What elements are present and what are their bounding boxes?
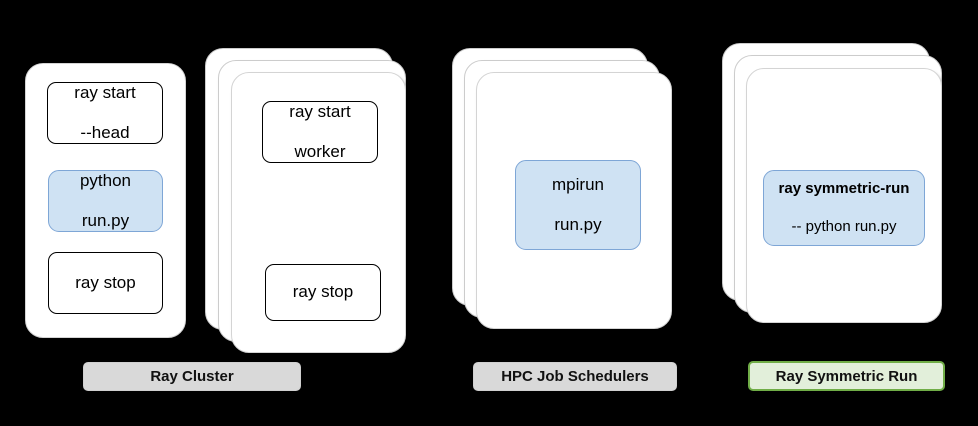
command-box-ray-start-head: ray start --head: [47, 82, 163, 144]
command-line-2: worker: [294, 142, 346, 162]
command-box-ray-stop-worker: ray stop: [265, 264, 381, 321]
group-label-ray-cluster: Ray Cluster: [83, 362, 301, 391]
command-line-1: ray start: [74, 82, 136, 102]
command-box-ray-start-worker: ray start worker: [262, 101, 378, 163]
command-line-2: --head: [80, 123, 130, 143]
command-box-python-run-py: python run.py: [48, 170, 163, 232]
command-box-mpirun-run-py: mpirun run.py: [515, 160, 641, 250]
command-line-2: run.py: [81, 211, 130, 231]
command-box-ray-symmetric-run: ray symmetric-run -- python run.py: [763, 170, 925, 246]
command-line-1: ray stop: [292, 282, 354, 302]
command-line-2: run.py: [554, 215, 602, 235]
command-line-1: python: [79, 170, 132, 190]
group-label-ray-symmetric-run: Ray Symmetric Run: [748, 361, 945, 391]
command-line-2: -- python run.py: [791, 218, 897, 236]
command-line-1: mpirun: [552, 174, 604, 194]
command-line-1: ray symmetric-run: [778, 180, 910, 198]
command-line-1: ray start: [289, 101, 351, 121]
command-box-ray-stop-head: ray stop: [48, 252, 163, 314]
command-line-1: ray stop: [75, 272, 136, 292]
group-label-hpc-job-schedulers: HPC Job Schedulers: [473, 362, 677, 391]
